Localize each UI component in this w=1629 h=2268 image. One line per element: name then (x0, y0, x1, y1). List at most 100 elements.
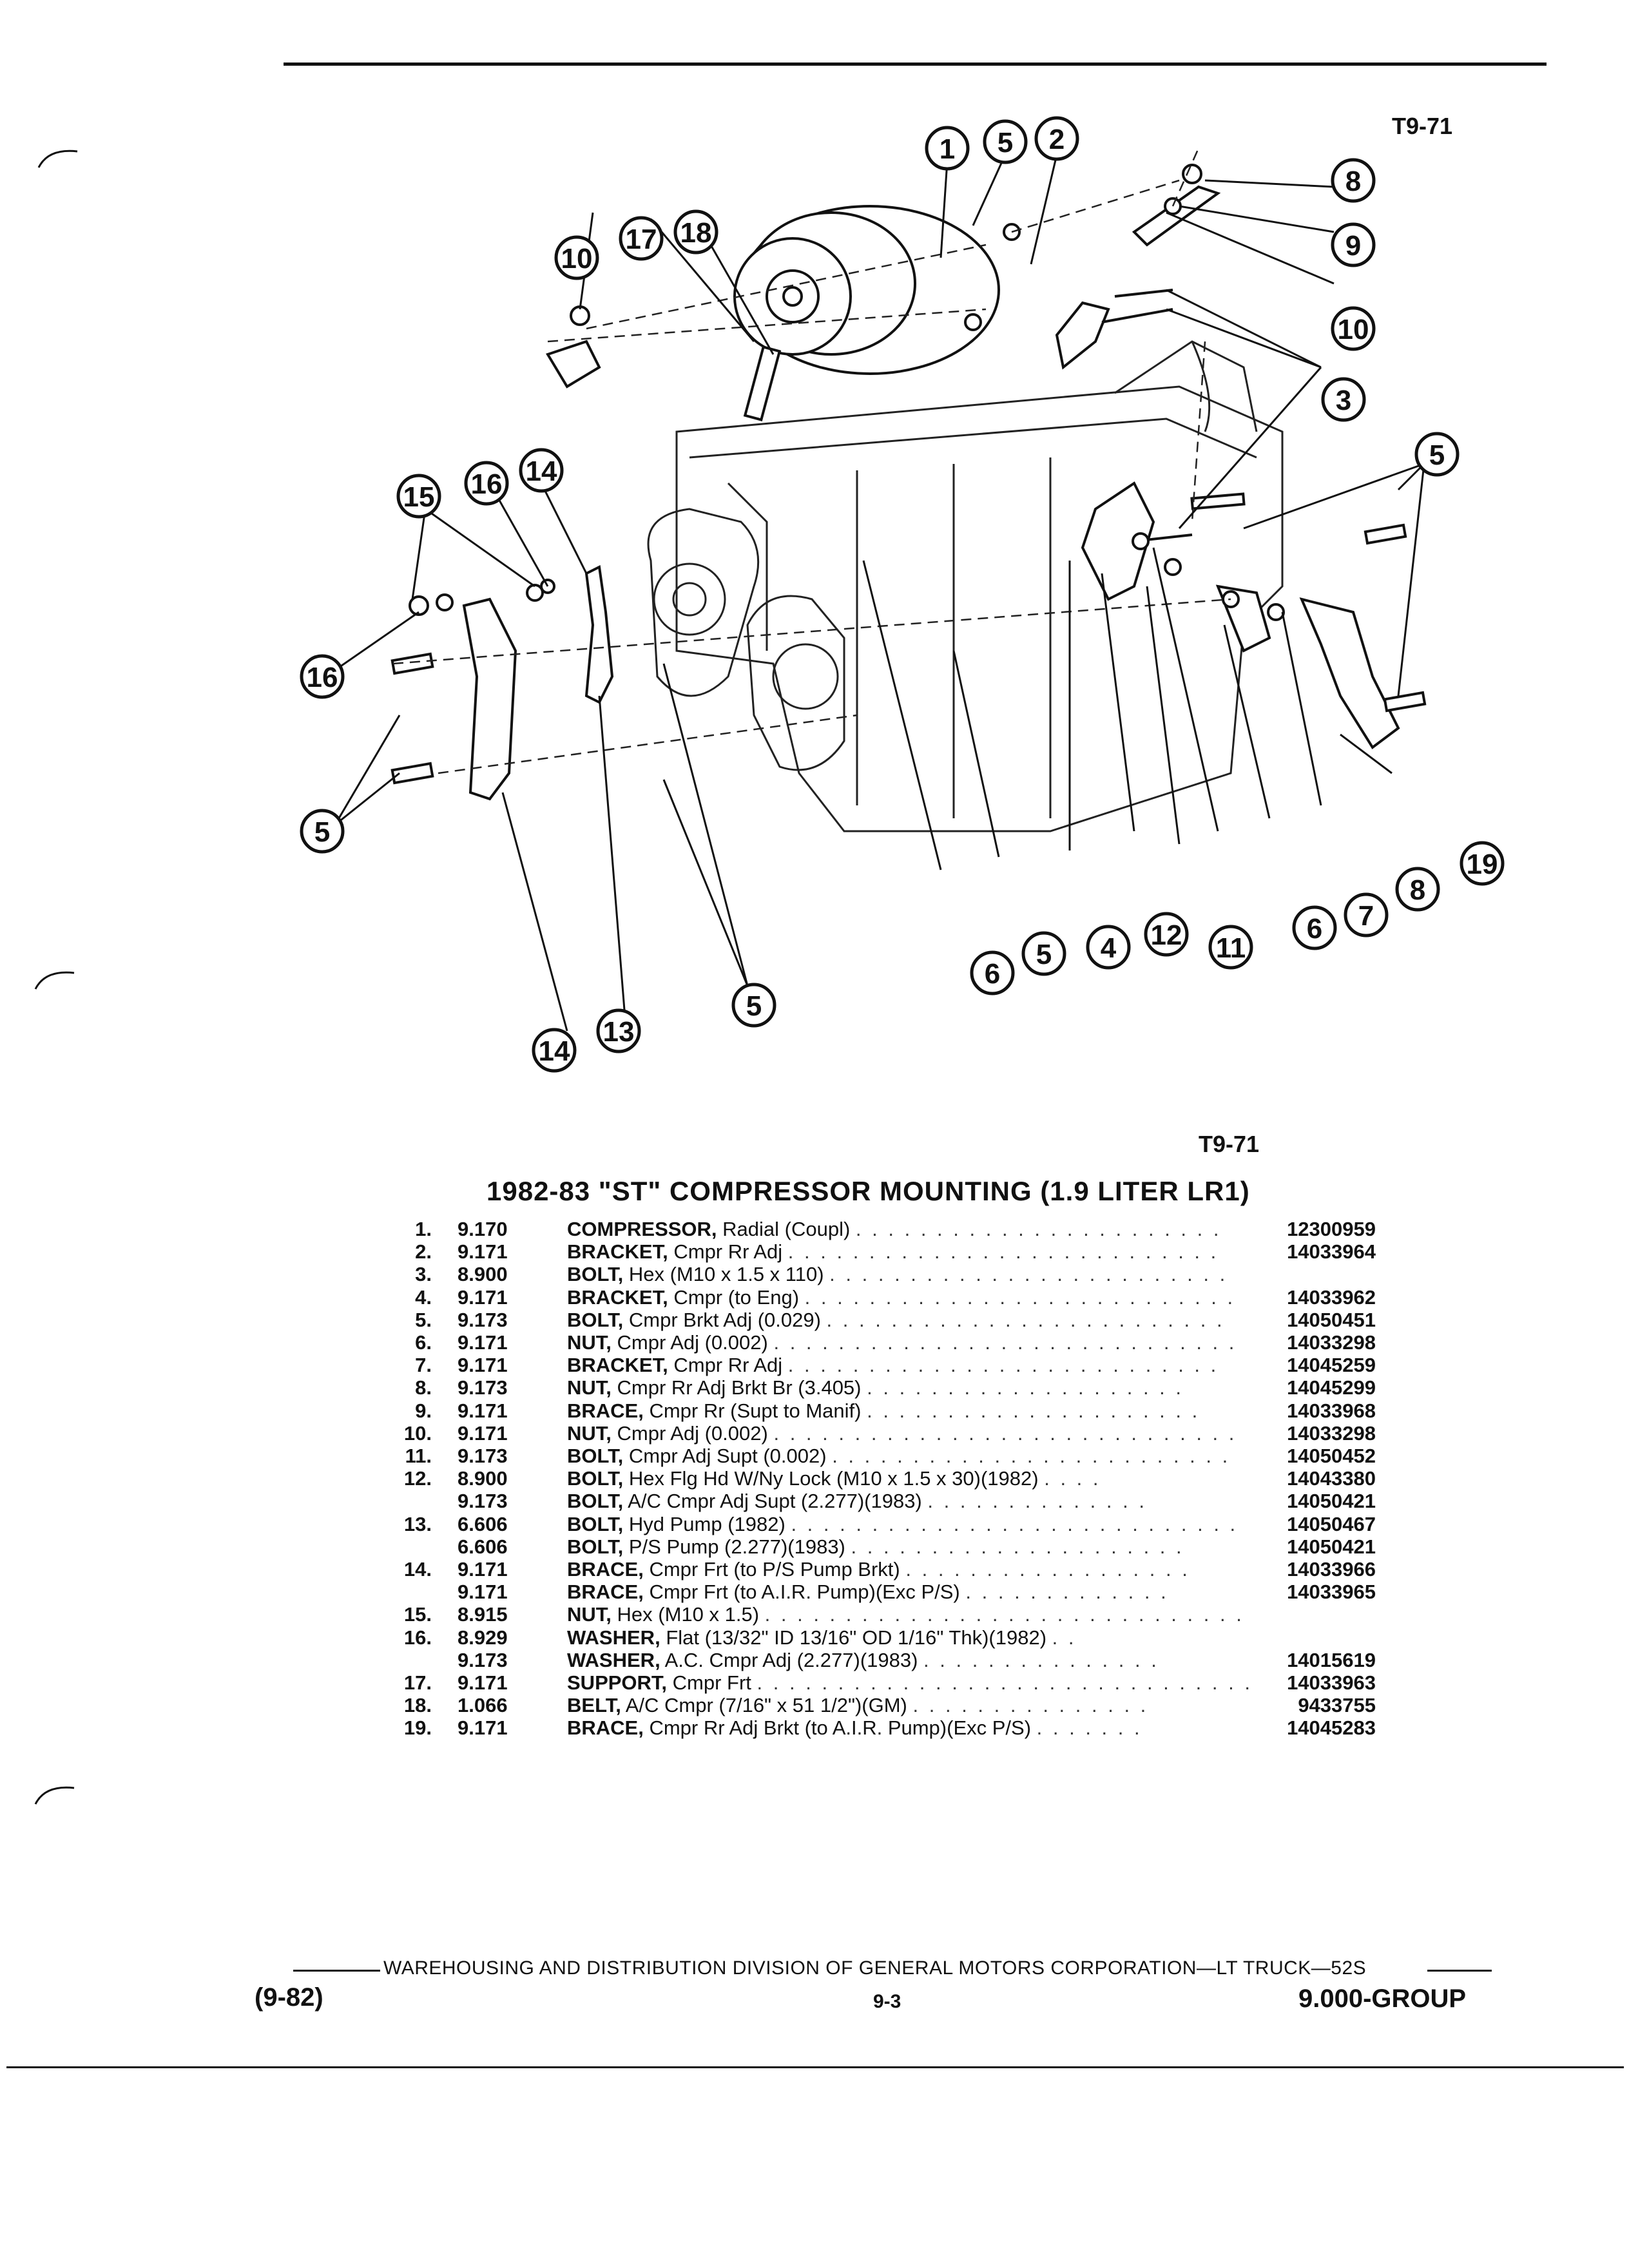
callout-5: 5 (300, 809, 345, 854)
part-number: 9433755 (1298, 1694, 1376, 1717)
part-description: NUT, Cmpr Rr Adj Brkt Br (3.405) . . . .… (567, 1376, 1250, 1399)
callout-8: 8 (1331, 158, 1376, 203)
part-name: WASHER, (567, 1648, 660, 1671)
item-number: 1. (415, 1218, 432, 1240)
leader-dots: . . . . . . . . . . . . . . . . . . . . … (791, 1512, 1239, 1535)
part-number: 14050421 (1287, 1535, 1376, 1558)
part-detail: Flat (13/32" ID 13/16" OD 1/16" Thk)(198… (666, 1626, 1047, 1649)
group-number: 9.171 (458, 1716, 508, 1740)
item-number: 3. (415, 1263, 432, 1286)
svg-text:7: 7 (1358, 900, 1374, 932)
part-number: 14033962 (1287, 1285, 1376, 1309)
svg-text:10: 10 (1338, 314, 1369, 345)
callout-9: 9 (1331, 222, 1376, 267)
part-description: BOLT, Hyd Pump (1982) . . . . . . . . . … (567, 1513, 1250, 1536)
section-title: 1982-83 "ST" COMPRESSOR MOUNTING (1.9 LI… (487, 1176, 1250, 1206)
group-number: 9.173 (458, 1490, 508, 1513)
part-detail: Hex (M10 x 1.5 x 110) (628, 1263, 824, 1286)
part-detail: Hex (M10 x 1.5) (617, 1603, 760, 1626)
leader-dots: . . . . . . . . . . . . . . . . . . . . … (829, 1263, 1228, 1286)
part-detail: A/C Cmpr (7/16" x 51 1/2")(GM) (625, 1694, 907, 1717)
group-number: 8.915 (458, 1603, 508, 1626)
group-number: 8.900 (458, 1263, 508, 1286)
part-name: BRACKET, (567, 1240, 668, 1264)
svg-text:10: 10 (561, 243, 593, 274)
item-number: 14. (403, 1558, 432, 1581)
callout-16: 16 (300, 654, 345, 699)
compressor (733, 205, 1000, 421)
callout-17: 17 (619, 216, 664, 261)
part-description: NUT, Cmpr Adj (0.002) . . . . . . . . . … (567, 1422, 1250, 1445)
leader-lines (334, 154, 1425, 1032)
svg-text:13: 13 (603, 1016, 635, 1048)
svg-text:11: 11 (1216, 932, 1246, 964)
part-number: 14045299 (1287, 1376, 1376, 1399)
footer-rule-right (1427, 1970, 1492, 1972)
top-rule (284, 62, 1547, 66)
part-name: BOLT, (567, 1467, 624, 1490)
leader-dots: . . . . . . . (1036, 1716, 1142, 1740)
svg-text:4: 4 (1101, 932, 1117, 964)
footer-rule-left (293, 1970, 380, 1972)
part-name: BOLT, (567, 1263, 624, 1286)
part-detail: Cmpr Frt (to P/S Pump Brkt) (649, 1558, 900, 1581)
item-number: 5. (415, 1308, 432, 1331)
part-number: 14033298 (1287, 1421, 1376, 1445)
part-number: 14033964 (1287, 1240, 1376, 1264)
fasteners (390, 164, 1427, 785)
svg-text:14: 14 (526, 456, 557, 487)
callout-14: 14 (532, 1028, 577, 1073)
part-description: WASHER, A.C. Cmpr Adj (2.277)(1983) . . … (567, 1649, 1250, 1672)
item-number: 9. (415, 1399, 432, 1422)
part-description: BRACKET, Cmpr Rr Adj . . . . . . . . . .… (567, 1240, 1250, 1264)
svg-text:15: 15 (403, 481, 435, 513)
part-description: BRACKET, Cmpr Rr Adj . . . . . . . . . .… (567, 1354, 1250, 1377)
part-number: 12300959 (1287, 1218, 1376, 1240)
part-description: NUT, Cmpr Adj (0.002) . . . . . . . . . … (567, 1331, 1250, 1354)
leader-dots: . . . . . . . . . . . . . . . . . . (905, 1558, 1190, 1581)
part-description: BOLT, Hex (M10 x 1.5 x 110) . . . . . . … (567, 1263, 1250, 1286)
callout-5: 5 (731, 983, 776, 1028)
part-detail: P/S Pump (2.277)(1983) (628, 1535, 845, 1558)
part-detail: Cmpr Adj (0.002) (617, 1331, 768, 1354)
part-detail: A.C. Cmpr Adj (2.277)(1983) (664, 1648, 918, 1671)
item-number: 18. (403, 1694, 432, 1717)
part-description: COMPRESSOR, Radial (Coupl) . . . . . . .… (567, 1218, 1250, 1241)
group-number: 9.171 (458, 1581, 508, 1604)
group-number: 9.171 (458, 1285, 508, 1309)
group-number: 6.606 (458, 1512, 508, 1535)
part-name: NUT, (567, 1603, 612, 1626)
callout-15: 15 (396, 474, 441, 519)
part-description: BELT, A/C Cmpr (7/16" x 51 1/2")(GM) . .… (567, 1694, 1250, 1717)
part-detail: Cmpr Rr Adj Brkt Br (3.405) (617, 1376, 862, 1399)
part-name: BOLT, (567, 1512, 624, 1535)
leader-dots: . . . . . . . . . . . . . . . . . . . . (867, 1376, 1184, 1399)
item-number: 15. (403, 1603, 432, 1626)
callout-5: 5 (1021, 931, 1066, 976)
part-name: BRACKET, (567, 1285, 668, 1309)
part-name: BRACE, (567, 1716, 644, 1740)
part-detail: Cmpr Adj Supt (0.002) (628, 1445, 827, 1467)
callout-6: 6 (1292, 905, 1337, 950)
svg-text:3: 3 (1336, 385, 1351, 416)
part-detail: Cmpr Rr Adj Brkt (to A.I.R. Pump)(Exc P/… (649, 1716, 1032, 1740)
part-detail: Cmpr Rr (Supt to Manif) (649, 1399, 862, 1422)
rear-brackets (1055, 185, 1400, 749)
margin-mark (34, 1786, 75, 1805)
part-description: BOLT, Cmpr Adj Supt (0.002) . . . . . . … (567, 1445, 1250, 1468)
part-number: 14033968 (1287, 1399, 1376, 1422)
group-number: 8.900 (458, 1467, 508, 1490)
item-number: 8. (415, 1376, 432, 1399)
callout-3: 3 (1321, 377, 1366, 422)
callout-10: 10 (1331, 306, 1376, 351)
group-number: 9.171 (458, 1354, 508, 1377)
item-number: 16. (403, 1626, 432, 1649)
callout-5: 5 (1414, 432, 1460, 477)
part-name: WASHER, (567, 1626, 660, 1649)
svg-text:1: 1 (940, 133, 955, 165)
svg-text:9: 9 (1345, 230, 1361, 262)
leader-dots: . . . . . . . . . . . . . . . . . . . . … (851, 1535, 1184, 1558)
part-detail: Cmpr Frt (672, 1671, 751, 1694)
part-name: NUT, (567, 1331, 612, 1354)
part-number: 14033298 (1287, 1331, 1376, 1354)
